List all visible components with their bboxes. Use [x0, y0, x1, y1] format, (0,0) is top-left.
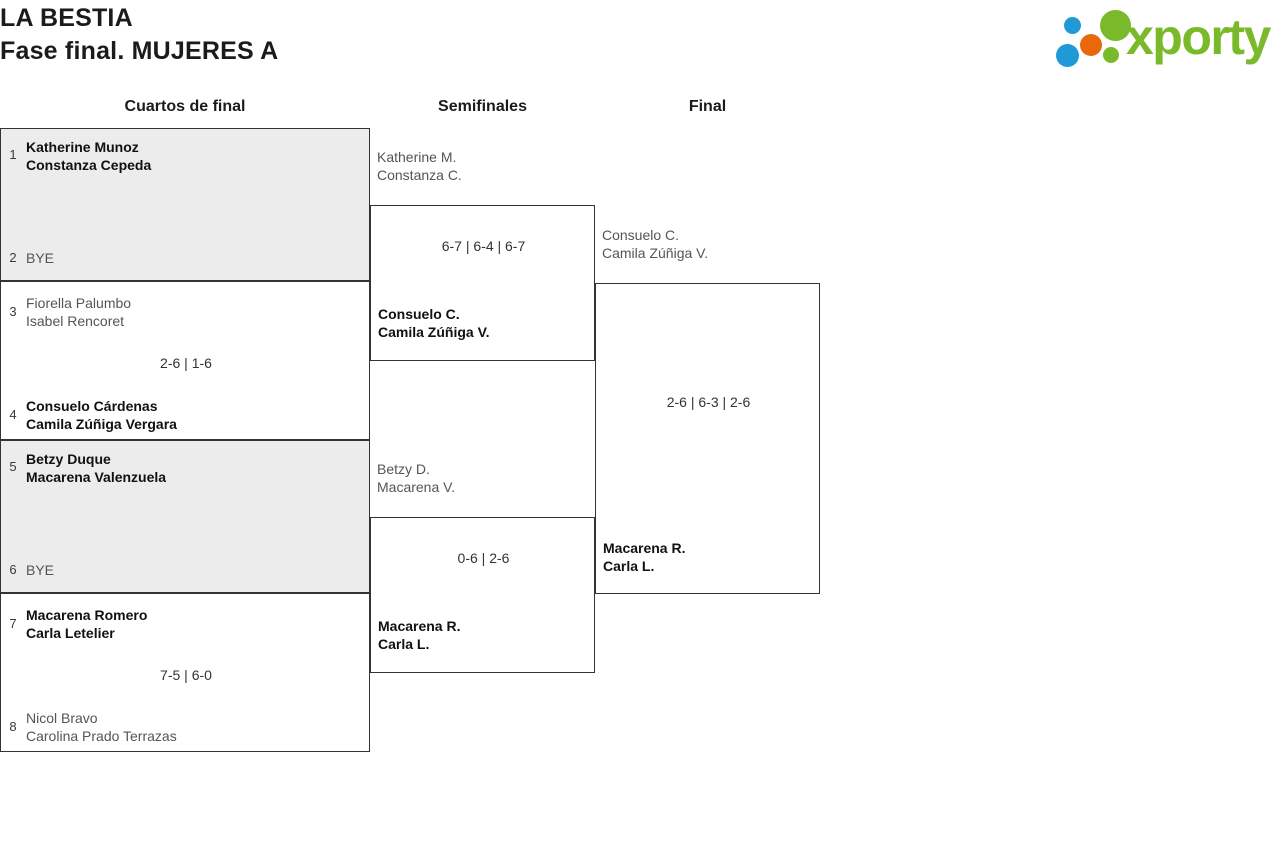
title-block: LA BESTIA Fase final. MUJERES A	[0, 2, 278, 68]
logo-dot-orange-icon	[1080, 34, 1102, 56]
player-name: BYE	[26, 562, 55, 578]
player-name: Nicol Bravo	[26, 710, 98, 726]
match-box-sf2[interactable]: 0-6 | 2-6 Macarena R. Carla L.	[370, 517, 595, 673]
logo-wordmark: xporty	[1126, 9, 1271, 65]
seed-number: 2	[9, 250, 17, 265]
player-name: Consuelo C.	[378, 306, 460, 322]
tournament-name: LA BESTIA	[0, 4, 133, 32]
team-qf1-bottom: BYE	[26, 249, 54, 267]
seed-number: 1	[9, 147, 17, 162]
team-sf1-top: Katherine M. Constanza C.	[377, 148, 462, 184]
player-name: Consuelo Cárdenas	[26, 398, 158, 414]
player-name: Macarena V.	[377, 479, 456, 495]
team-sf2-top: Betzy D. Macarena V.	[377, 460, 455, 496]
round-header-quarterfinals: Cuartos de final	[124, 98, 246, 115]
player-name: Betzy Duque	[26, 451, 111, 467]
player-name: Katherine Munoz	[26, 139, 139, 155]
seed-number: 3	[9, 304, 17, 319]
player-name: Fiorella Palumbo	[26, 295, 132, 311]
logo-dot-green-small-icon	[1103, 47, 1119, 63]
match-box-qf3[interactable]: 5 Betzy Duque Macarena Valenzuela 6 BYE	[0, 440, 370, 593]
player-name: Carolina Prado Terrazas	[26, 728, 177, 744]
match-box-final[interactable]: 2-6 | 6-3 | 2-6 Macarena R. Carla L.	[595, 283, 820, 594]
player-name: Macarena Romero	[26, 607, 148, 623]
match-box-qf1[interactable]: 1 Katherine Munoz Constanza Cepeda 2 BYE	[0, 128, 370, 281]
team-sf2-bottom: Macarena R. Carla L.	[378, 617, 460, 653]
player-name: Camila Zúñiga V.	[602, 245, 709, 261]
team-qf1-top: Katherine Munoz Constanza Cepeda	[26, 138, 151, 174]
player-name: Katherine M.	[377, 149, 457, 165]
team-qf3-bottom: BYE	[26, 561, 54, 579]
page-title: Fase final. MUJERES A	[0, 37, 279, 65]
player-name: Isabel Rencoret	[26, 313, 125, 329]
match-score-final: 2-6 | 6-3 | 2-6	[666, 394, 751, 410]
player-name: Macarena R.	[603, 540, 686, 556]
round-header-semifinals: Semifinales	[438, 98, 527, 115]
team-qf3-top: Betzy Duque Macarena Valenzuela	[26, 450, 166, 486]
team-qf4-bottom: Nicol Bravo Carolina Prado Terrazas	[26, 709, 177, 745]
player-name: Camila Zúñiga V.	[378, 324, 490, 340]
logo-dots-icon	[1052, 8, 1134, 68]
player-name: Carla Letelier	[26, 625, 115, 641]
player-name: Consuelo C.	[602, 227, 680, 243]
match-score-sf2: 0-6 | 2-6	[457, 550, 510, 566]
team-final-bottom: Macarena R. Carla L.	[603, 539, 685, 575]
player-name: Macarena Valenzuela	[26, 469, 167, 485]
seed-number: 7	[9, 616, 17, 631]
logo-dot-blue-top-icon	[1064, 17, 1081, 34]
player-name: Constanza Cepeda	[26, 157, 152, 173]
player-name: BYE	[26, 250, 55, 266]
match-box-sf1[interactable]: 6-7 | 6-4 | 6-7 Consuelo C. Camila Zúñig…	[370, 205, 595, 361]
logo-dot-blue-bottom-icon	[1056, 44, 1079, 67]
player-name: Carla L.	[603, 558, 655, 574]
match-score-qf2: 2-6 | 1-6	[160, 355, 212, 371]
match-score-qf4: 7-5 | 6-0	[160, 667, 212, 683]
player-name: Carla L.	[378, 636, 430, 652]
team-qf4-top: Macarena Romero Carla Letelier	[26, 606, 147, 642]
logo-dot-green-large-icon	[1100, 10, 1131, 41]
seed-number: 4	[9, 407, 17, 422]
player-name: Betzy D.	[377, 461, 430, 477]
player-name: Macarena R.	[378, 618, 461, 634]
seed-number: 5	[9, 459, 17, 474]
xporty-logo: xporty	[1048, 6, 1274, 68]
match-box-qf4[interactable]: 7 Macarena Romero Carla Letelier 8 Nicol…	[0, 593, 370, 752]
player-name: Constanza C.	[377, 167, 462, 183]
page-header: LA BESTIA Fase final. MUJERES A xporty	[0, 0, 1280, 90]
team-sf1-bottom: Consuelo C. Camila Zúñiga V.	[378, 305, 490, 341]
player-name: Camila Zúñiga Vergara	[26, 416, 177, 432]
team-qf2-bottom: Consuelo Cárdenas Camila Zúñiga Vergara	[26, 397, 177, 433]
seed-number: 8	[9, 719, 17, 734]
match-score-sf1: 6-7 | 6-4 | 6-7	[441, 238, 526, 254]
round-header-final: Final	[688, 98, 727, 115]
seed-number: 6	[9, 562, 17, 577]
team-final-top: Consuelo C. Camila Zúñiga V.	[602, 226, 708, 262]
team-qf2-top: Fiorella Palumbo Isabel Rencoret	[26, 294, 131, 330]
match-box-qf2[interactable]: 3 Fiorella Palumbo Isabel Rencoret 4 Con…	[0, 281, 370, 440]
